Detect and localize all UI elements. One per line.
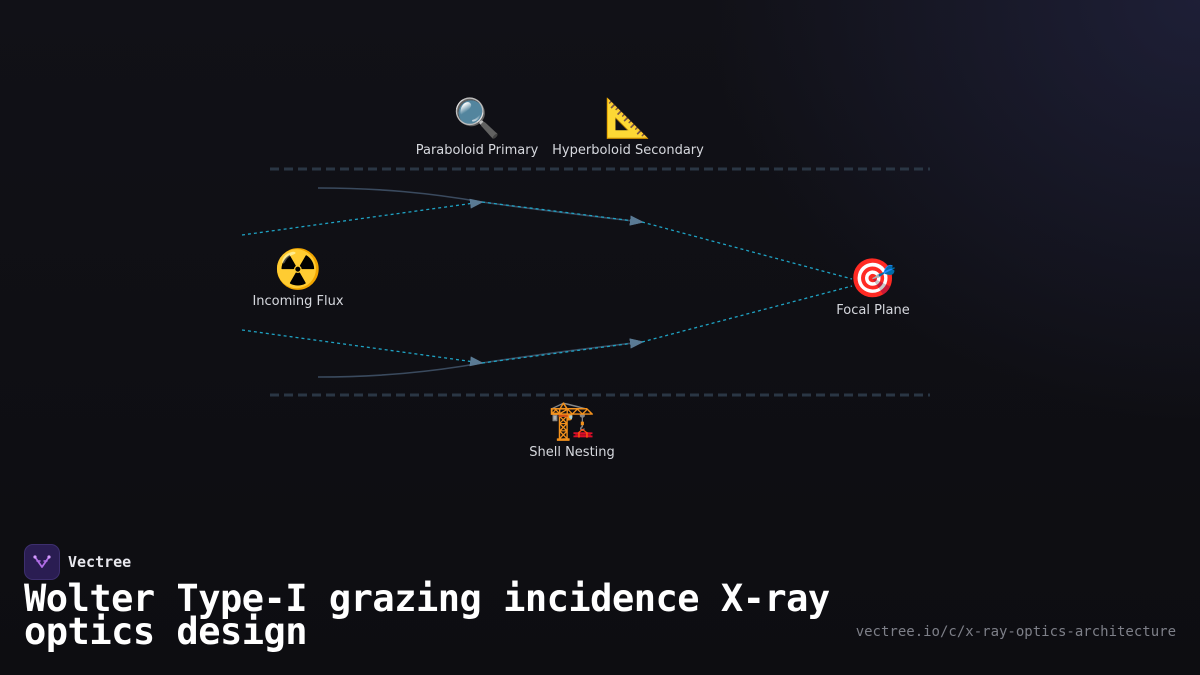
radioactive-icon: ☢️ xyxy=(274,249,322,291)
ray-focus-top xyxy=(641,221,853,280)
mirror-curve-top xyxy=(317,187,644,226)
node-label: Focal Plane xyxy=(836,303,910,318)
ray-incoming-bottom xyxy=(241,329,484,367)
node-hyperboloid-secondary[interactable]: 📐 Hyperboloid Secondary xyxy=(552,97,704,158)
ray-reflect-top xyxy=(481,201,644,226)
magnifying-glass-icon: 🔍 xyxy=(453,98,501,140)
source-url[interactable]: vectree.io/c/x-ray-optics-architecture xyxy=(855,624,1176,640)
node-label: Hyperboloid Secondary xyxy=(552,143,704,158)
vectree-logo-icon xyxy=(24,544,60,580)
triangular-ruler-icon: 📐 xyxy=(604,98,652,140)
node-incoming-flux[interactable]: ☢️ Incoming Flux xyxy=(252,248,343,309)
construction-crane-icon: 🏗️ xyxy=(548,400,596,442)
target-icon: 🎯 xyxy=(849,258,897,300)
brand-name: Vectree xyxy=(68,553,132,571)
node-label: Shell Nesting xyxy=(529,445,615,460)
page-title: Wolter Type-I grazing incidence X-ray op… xyxy=(24,577,830,653)
ray-reflect-bottom xyxy=(481,338,644,364)
mirror-curve-bottom xyxy=(317,338,644,378)
brand[interactable]: Vectree xyxy=(24,544,131,580)
ray-incoming-top xyxy=(241,198,484,236)
node-focal-plane[interactable]: 🎯 Focal Plane xyxy=(836,257,909,318)
node-shell-nesting[interactable]: 🏗️ Shell Nesting xyxy=(529,399,615,460)
node-paraboloid-primary[interactable]: 🔍 Paraboloid Primary xyxy=(416,97,539,158)
node-label: Incoming Flux xyxy=(252,294,344,309)
ray-focus-bottom xyxy=(641,285,853,343)
node-label: Paraboloid Primary xyxy=(415,143,539,158)
